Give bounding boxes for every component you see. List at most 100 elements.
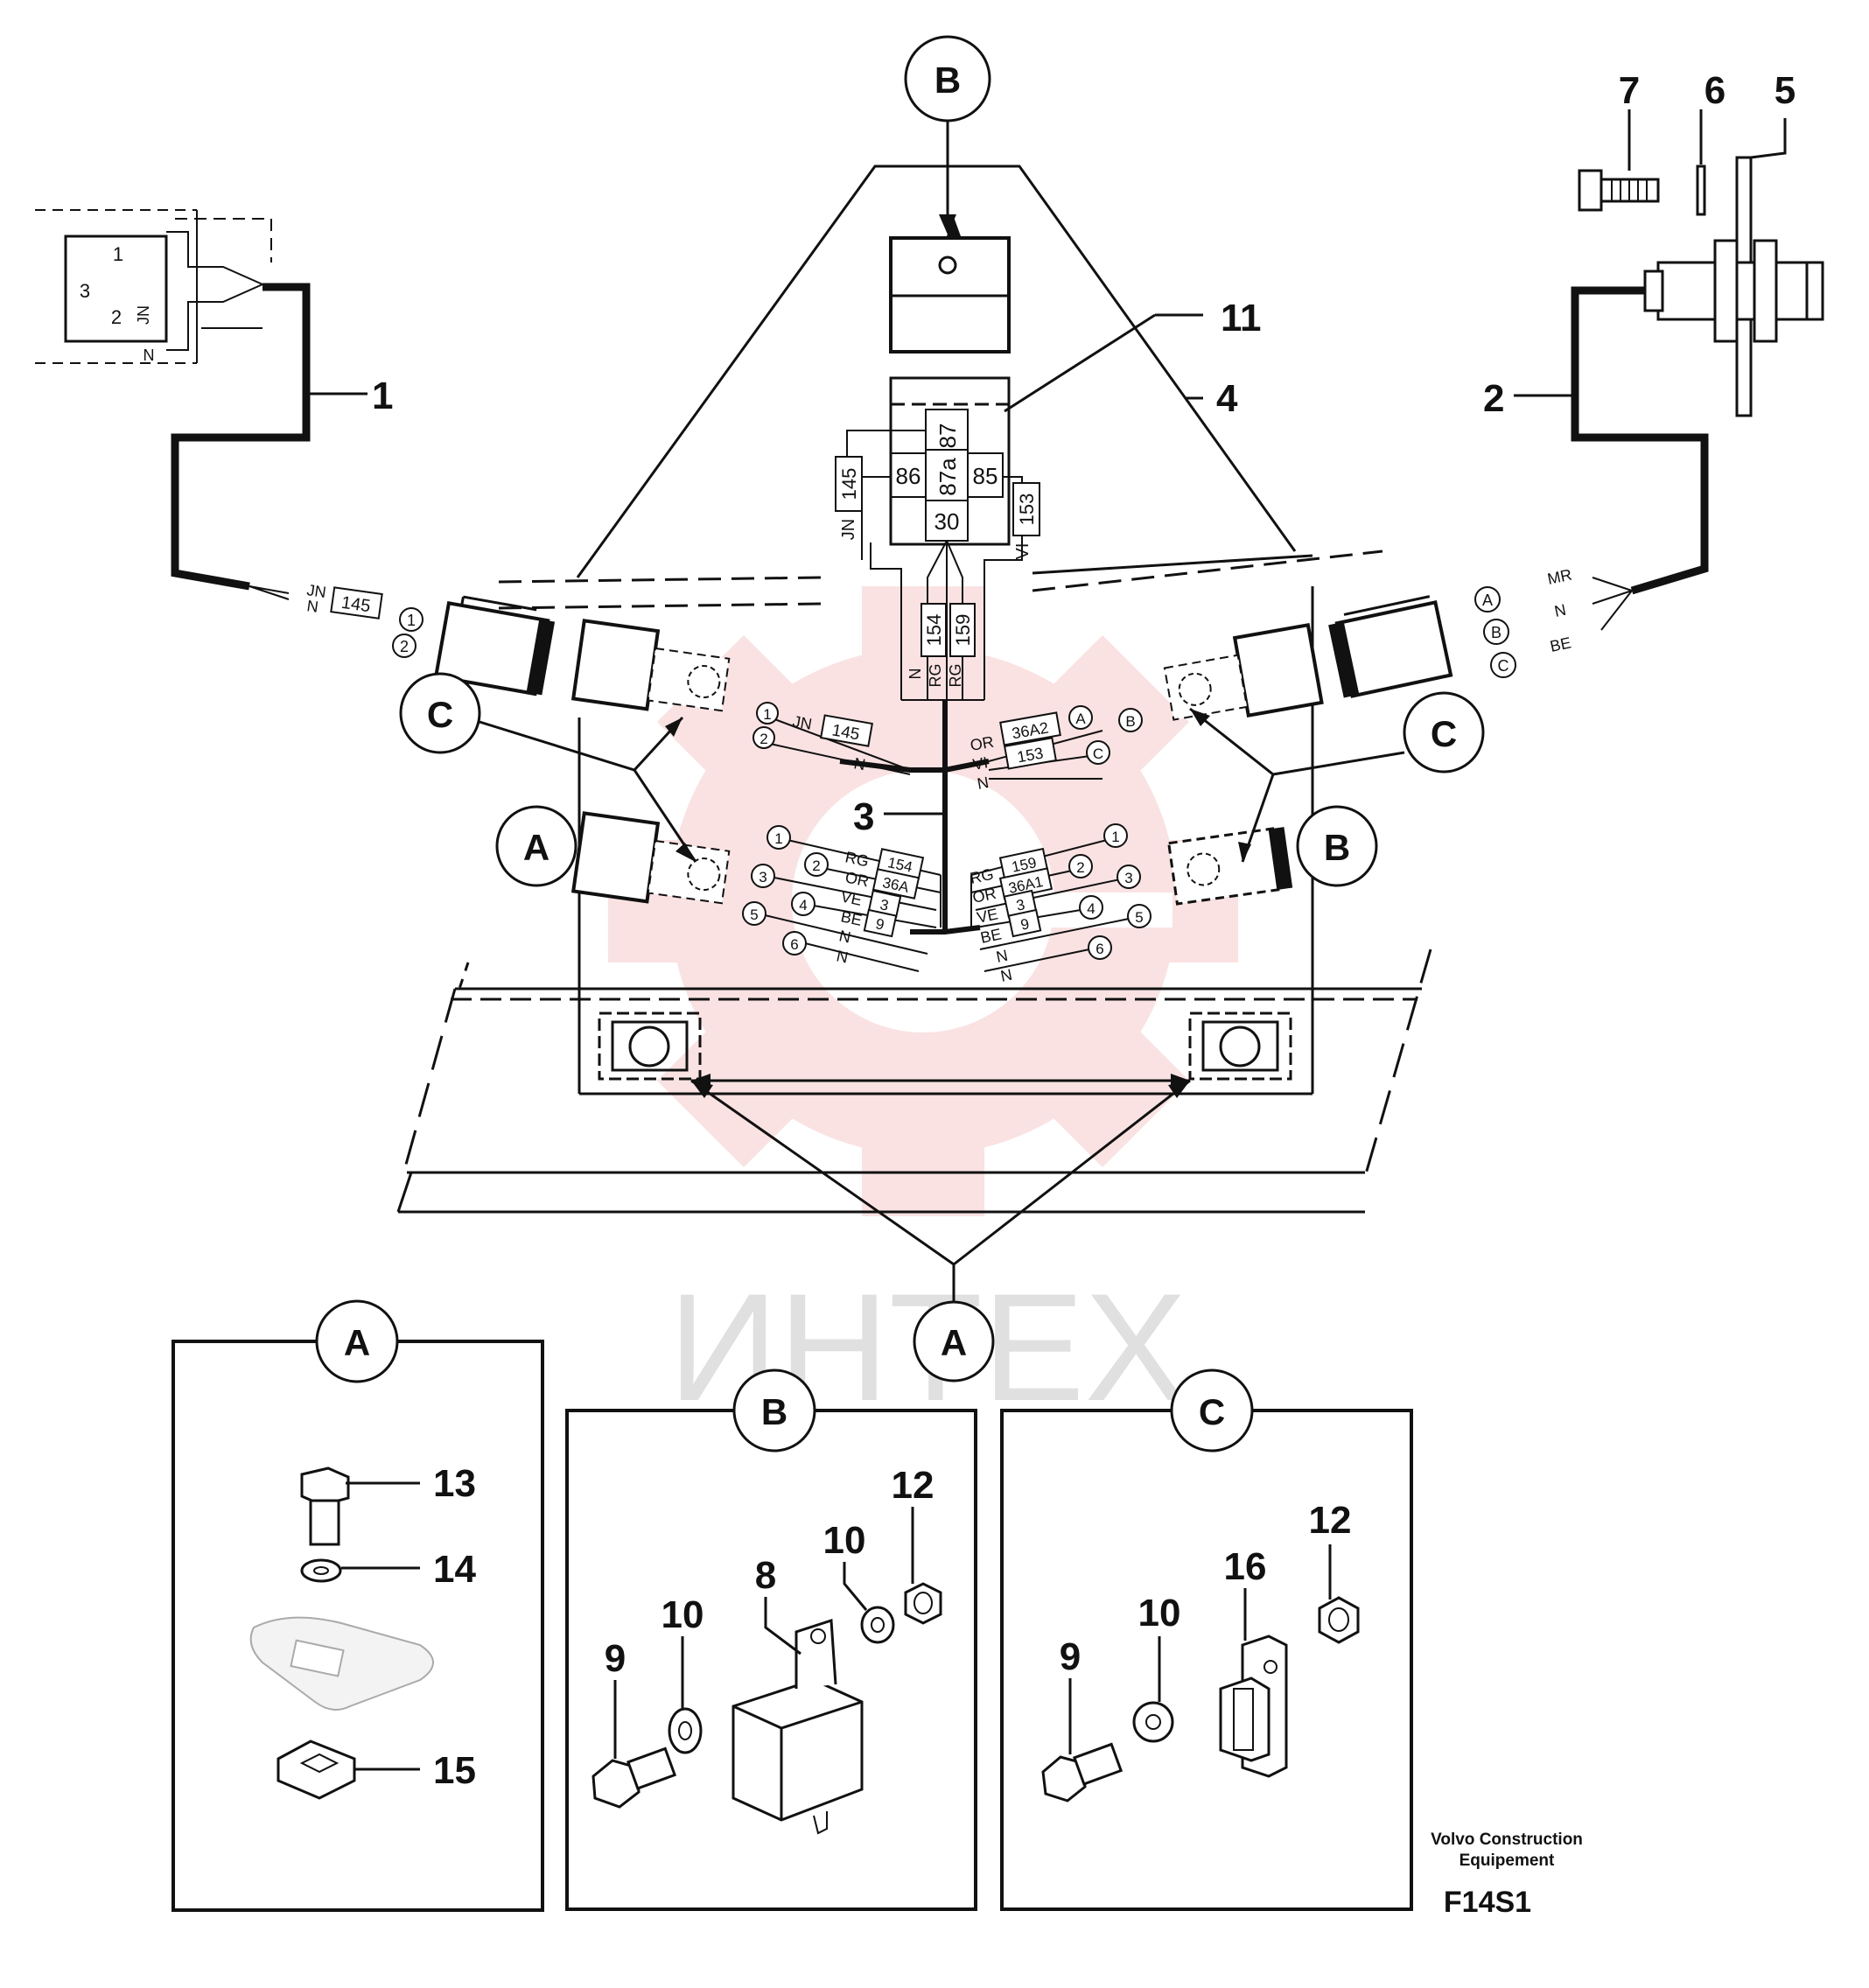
right-cable-pin-a: A — [1482, 592, 1493, 609]
callout-10-b2: 10 — [823, 1519, 866, 1562]
left-lower-tag-9: 9 — [874, 915, 886, 934]
relay-wire-color-rg2: RG — [947, 664, 964, 688]
right-lower-pin-4: 4 — [1087, 900, 1095, 917]
callout-circle-left-a: A — [523, 827, 550, 868]
relay-wire-tag-154: 154 — [923, 614, 945, 647]
right-lower-tag-3: 3 — [1015, 896, 1026, 914]
detail-box-b: B 9 10 8 10 12 — [565, 1368, 977, 1911]
left-lower-color-ve: VE — [839, 887, 864, 909]
left-sensor-assembly: 1 2 3 JN N 1 JN N 145 1 2 — [35, 209, 556, 696]
callout-circle-right-c: C — [1431, 713, 1457, 754]
relay-pin-87: 87 — [934, 424, 961, 449]
right-sensor-assembly: 7 6 5 2 MR N BE A B C — [1328, 69, 1824, 698]
detail-b-title: B — [761, 1391, 788, 1432]
left-upper-pin-1: 1 — [763, 706, 771, 723]
detail-c-title: C — [1199, 1391, 1225, 1432]
right-upper-color-n: N — [976, 774, 990, 793]
right-cable-pin-b: B — [1491, 624, 1502, 641]
callout-9-b: 9 — [605, 1637, 626, 1680]
left-lower-color-n1: N — [837, 927, 852, 946]
harness-trunk — [839, 700, 990, 934]
callout-12-c: 12 — [1309, 1499, 1352, 1542]
relay-wire-color-vi: VI — [1013, 543, 1032, 560]
left-lower-pin-2: 2 — [812, 858, 820, 874]
detail-box-c: C 9 10 16 12 — [1000, 1368, 1413, 1911]
left-sensor-wire-n: N — [144, 346, 155, 364]
connector-callouts: C A C B A — [399, 672, 1485, 1382]
callout-circle-right-b: B — [1324, 827, 1350, 868]
callout-14: 14 — [433, 1548, 476, 1591]
right-upper-color-or: OR — [969, 733, 995, 754]
left-sensor-pin-1: 1 — [113, 243, 123, 265]
figure-code: F14S1 — [1444, 1886, 1531, 1919]
arrow-heads — [691, 217, 1190, 1098]
right-lower-color-be: BE — [979, 925, 1004, 947]
right-lower-pin-1: 1 — [1111, 829, 1119, 845]
right-cable-color-be: BE — [1549, 634, 1573, 655]
footer-brand-line2: Equipement — [1460, 1852, 1555, 1870]
right-cable-pin-c: C — [1498, 657, 1509, 675]
relay-pin-85: 85 — [973, 463, 998, 489]
left-cable-tag-145: 145 — [340, 593, 372, 616]
left-cable-color-n: N — [305, 597, 319, 616]
detail-box-a: A 13 14 15 — [172, 1299, 544, 1912]
right-cable-color-mr: MR — [1546, 566, 1574, 588]
right-upper-pin-b: B — [1125, 713, 1135, 730]
callout-16: 16 — [1224, 1545, 1267, 1588]
right-upper-color-vi: VI — [971, 753, 989, 774]
left-upper-color-jn: JN — [791, 712, 813, 733]
right-lower-color-n1: N — [995, 947, 1010, 966]
relay-pin-86: 86 — [896, 463, 921, 489]
callout-7: 7 — [1619, 69, 1640, 112]
left-lower-tag-3: 3 — [878, 896, 890, 914]
relay-wire-tag-145: 145 — [838, 468, 860, 500]
callout-1: 1 — [372, 374, 393, 417]
callout-10-b1: 10 — [662, 1593, 704, 1636]
callout-3: 3 — [853, 795, 874, 838]
callout-13: 13 — [433, 1462, 476, 1505]
right-lower-tag-9: 9 — [1019, 915, 1031, 934]
left-upper-color-n: N — [852, 754, 866, 774]
left-lower-pin-5: 5 — [750, 906, 758, 923]
footer-brand-line1: Volvo Construction — [1431, 1830, 1583, 1849]
left-lower-pin-1: 1 — [774, 830, 782, 847]
right-lower-color-ve: VE — [976, 905, 1000, 927]
connectors — [570, 619, 1324, 906]
right-upper-pin-a: A — [1075, 710, 1086, 727]
relay-wire-color-n: N — [906, 668, 924, 680]
right-lower-pin-3: 3 — [1124, 870, 1132, 886]
callout-15: 15 — [433, 1749, 476, 1792]
right-lower-pin-6: 6 — [1096, 941, 1103, 957]
relay-pin-30: 30 — [934, 508, 960, 535]
left-lower-color-n2: N — [835, 947, 850, 966]
left-lower-color-be: BE — [839, 907, 864, 929]
callout-5: 5 — [1774, 69, 1796, 112]
callout-label-top-b: B — [934, 60, 961, 101]
right-lower-pin-2: 2 — [1076, 859, 1084, 876]
right-upper-pin-c: C — [1093, 746, 1103, 762]
callout-6: 6 — [1704, 69, 1726, 112]
relay-assembly: B 87 87a 86 85 30 145 — [835, 35, 1262, 701]
left-lower-pin-3: 3 — [759, 869, 766, 886]
detail-a-title: A — [344, 1322, 370, 1363]
harness-left-upper-labels: 1 2 JN N 145 — [752, 702, 911, 775]
callout-9-c: 9 — [1060, 1635, 1081, 1678]
right-lower-color-n2: N — [999, 966, 1014, 985]
left-sensor-pin-2: 2 — [111, 306, 122, 328]
harness-left-lower-labels: 1 2 3 4 5 6 RG OR VE BE N N 154 36A 3 9 — [742, 825, 942, 972]
left-upper-pin-2: 2 — [760, 731, 767, 747]
callout-circle-left-c: C — [427, 694, 453, 735]
callout-2: 2 — [1483, 377, 1504, 420]
callout-10-c: 10 — [1138, 1592, 1181, 1634]
right-cable-color-n: N — [1553, 601, 1568, 620]
relay-wire-tag-159: 159 — [952, 614, 974, 647]
left-cable-pin-2: 2 — [400, 638, 409, 655]
callout-circle-bottom-a: A — [941, 1322, 967, 1363]
callout-12-b: 12 — [892, 1464, 934, 1507]
left-sensor-pin-3: 3 — [80, 280, 90, 302]
relay-wire-color-jn: JN — [839, 519, 858, 540]
left-cable-color-jn: JN — [305, 581, 327, 601]
left-lower-pin-4: 4 — [799, 897, 807, 914]
